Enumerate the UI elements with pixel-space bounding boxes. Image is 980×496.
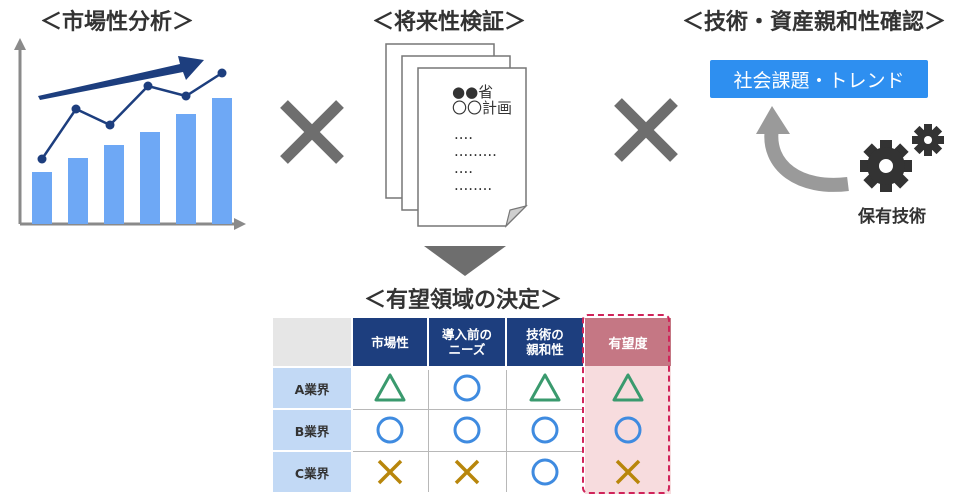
multiply-icon [614, 98, 678, 162]
triangle-mark [612, 373, 644, 402]
circle-mark [453, 416, 481, 444]
evaluation-marks [374, 373, 644, 486]
header-pre-introduction-needs: 導入前の ニーズ [429, 318, 505, 366]
future-verification-heading: ＜将来性検証＞ [372, 10, 527, 35]
chart-bar [140, 132, 160, 224]
circle-mark [614, 416, 642, 444]
row-label-industry-c: C業界 [273, 452, 351, 492]
promise-column-highlight [582, 314, 670, 494]
document-dots: ........ [454, 176, 493, 194]
row-label-industry-a: A業界 [273, 368, 351, 408]
market-chart-icon [14, 38, 246, 230]
market-analysis-heading: ＜市場性分析＞ [40, 10, 195, 35]
document-dots: ......... [454, 142, 497, 160]
circle-mark [531, 458, 559, 486]
triangle-mark [529, 373, 561, 402]
down-arrow-icon [424, 246, 506, 276]
chart-trend-line [40, 71, 223, 160]
header-technology-affinity: 技術の 親和性 [507, 318, 583, 366]
cross-mark [615, 459, 641, 485]
header-marketability: 市場性 [353, 318, 427, 366]
triangle-mark [374, 373, 406, 402]
cross-mark [377, 459, 403, 485]
circle-mark [531, 416, 559, 444]
curved-arrow-icon [756, 106, 849, 192]
document-title-ministry: ●●省 [452, 83, 494, 101]
chart-bar [32, 172, 52, 224]
document-dots: .... [454, 159, 474, 177]
decision-table: 市場性 導入前の ニーズ 技術の 親和性 有望度 A業界 B業界 C業界 [273, 314, 673, 494]
growth-arrow-icon [38, 56, 204, 100]
table-corner-cell [273, 318, 351, 366]
social-issues-trend-tag: 社会課題・トレンド [710, 60, 928, 98]
header-promise-level: 有望度 [585, 318, 671, 366]
circle-mark [376, 416, 404, 444]
promising-area-decision-heading: ＜有望領域の決定＞ [364, 288, 563, 313]
multiply-icon [280, 100, 344, 164]
document-stack-icon [385, 43, 528, 228]
row-label-industry-b: B業界 [273, 410, 351, 450]
circle-mark [453, 374, 481, 402]
cross-mark [454, 459, 480, 485]
document-dots: .... [454, 125, 474, 143]
chart-bar [176, 114, 196, 224]
chart-bar [68, 158, 88, 224]
owned-technology-label: 保有技術 [858, 207, 926, 227]
gears-icon [860, 124, 944, 192]
document-title-plan: 〇〇計画 [452, 99, 513, 117]
chart-bar [104, 145, 124, 224]
technology-affinity-heading: ＜技術・資産親和性確認＞ [682, 10, 947, 35]
chart-bar [212, 98, 232, 224]
